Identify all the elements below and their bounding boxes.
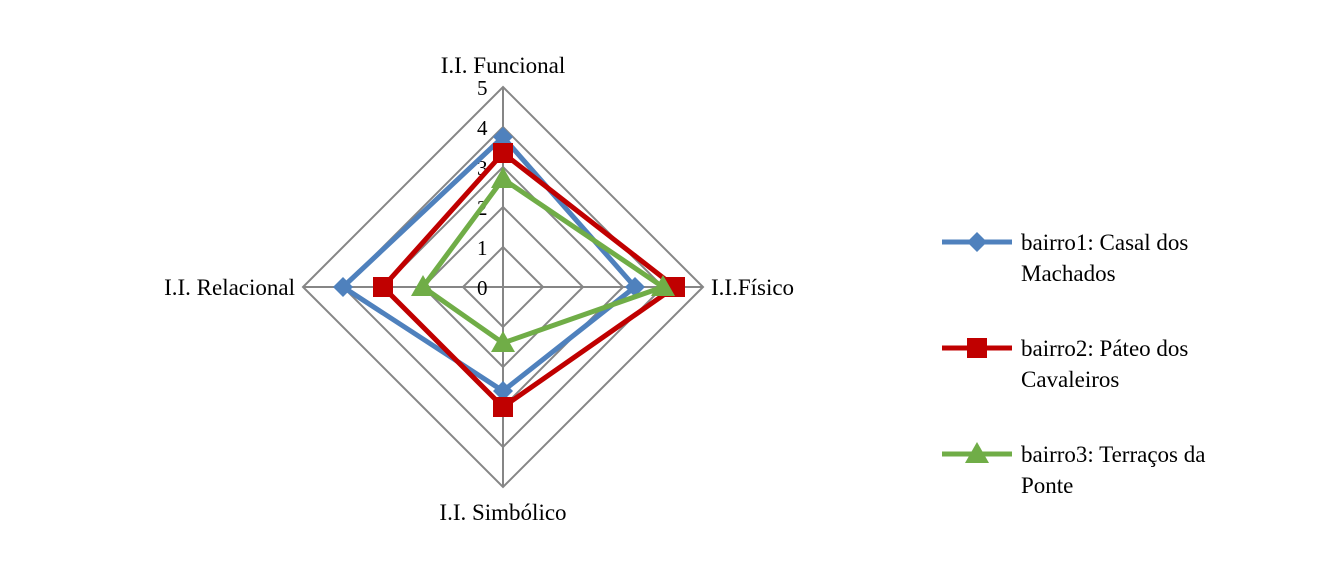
legend-label: bairro3: Terraços da [1021,442,1205,467]
axis-label: I.I. Relacional [164,275,295,300]
marker-diamond [333,277,353,297]
marker-square [493,397,513,417]
axis-label: I.I. Funcional [441,53,566,78]
marker-triangle [651,275,675,296]
legend-label: bairro1: Casal dos [1021,230,1188,255]
tick-label: 5 [477,76,488,100]
legend-label: Ponte [1021,473,1073,498]
marker-square [373,277,393,297]
marker-triangle [491,167,515,188]
marker-diamond [493,127,513,147]
marker-triangle [411,275,435,296]
marker-diamond [625,277,645,297]
series-2 [373,143,685,417]
marker-square [967,338,987,358]
legend-label: bairro2: Páteo dos [1021,336,1188,361]
marker-square [493,143,513,163]
axis-label: I.I. Simbólico [439,500,566,525]
marker-diamond [967,232,987,252]
axis-label: I.I.Físico [711,275,794,300]
tick-label: 3 [477,156,488,180]
legend-label: Cavaleiros [1021,367,1119,392]
legend-label: Machados [1021,261,1116,286]
tick-label: 4 [477,116,488,140]
tick-label: 1 [477,236,488,260]
marker-diamond [493,381,513,401]
marker-triangle [965,442,989,463]
series-group [333,127,685,417]
legend-item-3: bairro3: Terraços da Ponte [942,442,1205,498]
marker-triangle [491,331,515,352]
tick-label: 0 [477,276,488,300]
series-3 [411,167,675,352]
